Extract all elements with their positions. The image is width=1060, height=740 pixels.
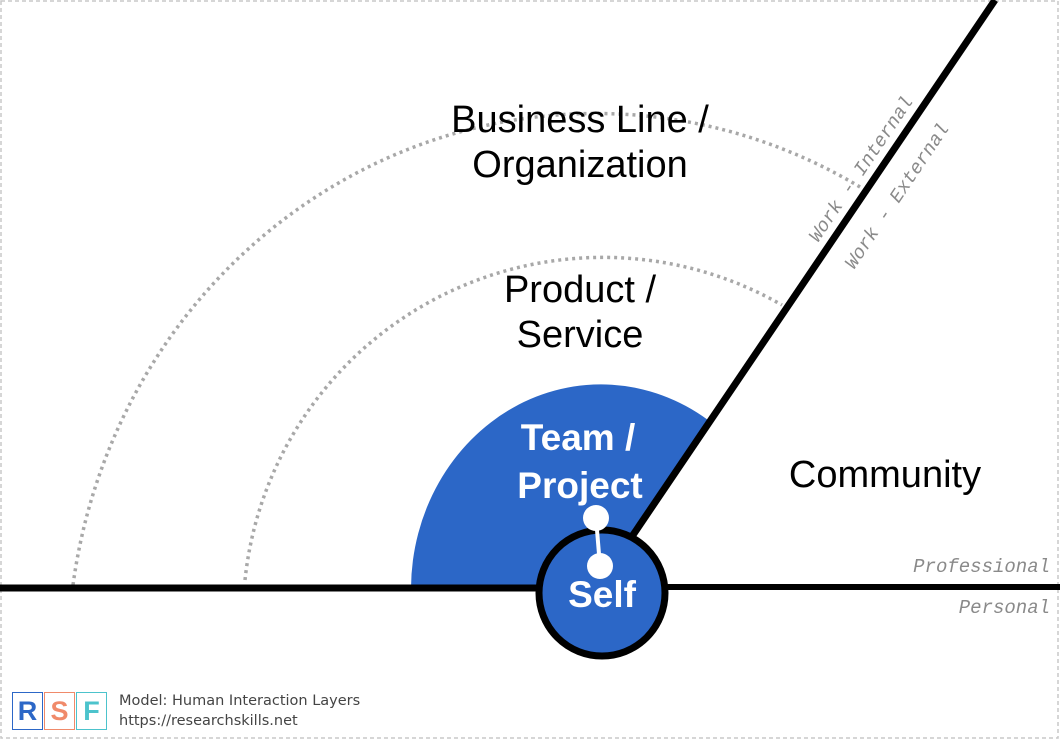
website-link[interactable]: https://researchskills.net <box>119 713 298 729</box>
business-label-line1: Business Line / <box>451 99 709 141</box>
product-layer-arc <box>243 255 783 581</box>
self-node-dot <box>587 553 613 579</box>
rsf-logo: R S F <box>12 692 107 730</box>
personal-label: Personal <box>959 597 1050 619</box>
product-label-line1: Product / <box>504 269 657 311</box>
logo-letter-f: F <box>76 692 107 730</box>
footer: R S F Model: Human Interaction Layers ht… <box>12 690 360 732</box>
team-label-line1: Team / <box>521 417 635 458</box>
logo-letter-s: S <box>44 692 75 730</box>
product-label-line2: Service <box>517 314 644 356</box>
logo-letter-r: R <box>12 692 43 730</box>
model-caption: Model: Human Interaction Layers <box>119 693 361 709</box>
footer-caption-block: Model: Human Interaction Layers https://… <box>119 691 360 731</box>
business-label-line2: Organization <box>472 144 687 186</box>
team-layer-area <box>411 384 708 588</box>
professional-label: Professional <box>913 556 1050 578</box>
self-label: Self <box>568 574 637 615</box>
team-label-line2: Project <box>517 465 642 506</box>
self-circle <box>535 526 669 660</box>
community-label: Community <box>789 454 981 496</box>
team-node-dot <box>583 505 609 531</box>
internal-external-boundary <box>630 0 998 537</box>
